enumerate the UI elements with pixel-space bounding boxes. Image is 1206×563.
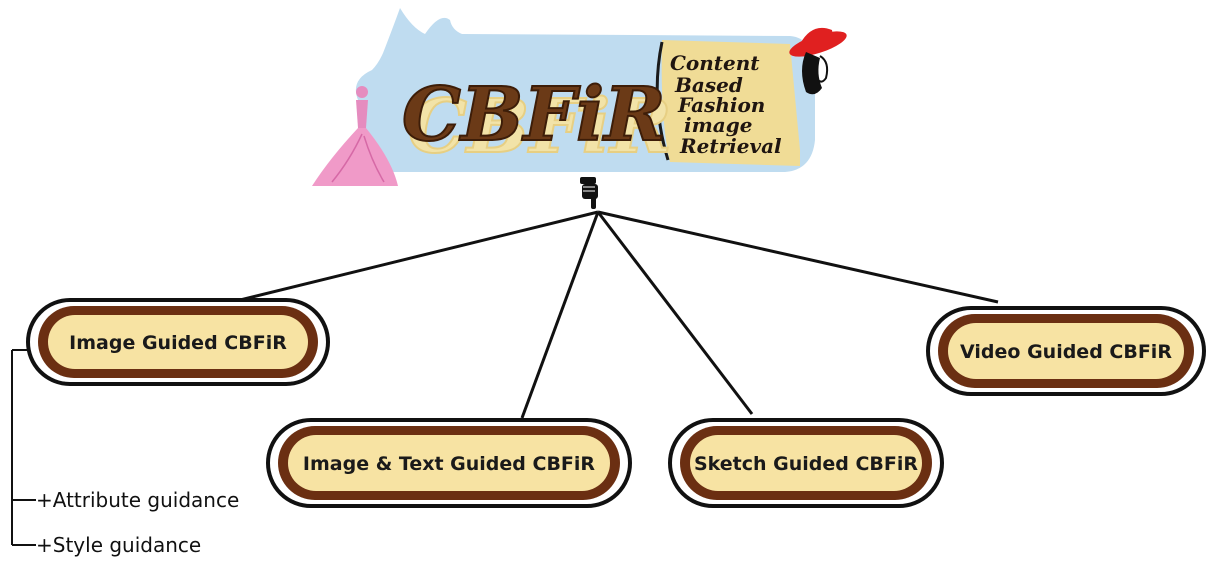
woman-with-hat-icon — [789, 27, 847, 95]
node-label-image-text: Image & Text Guided CBFiR — [303, 453, 596, 475]
sub-item-attribute-guidance: +Attribute guidance — [36, 488, 239, 512]
connector-image — [231, 210, 599, 304]
sub-item-style-guidance: +Style guidance — [36, 533, 201, 557]
node-image-text-guided: Image & Text Guided CBFiR — [266, 418, 632, 508]
node-label-video: Video Guided CBFiR — [960, 341, 1172, 363]
tagline-line-3: Fashion — [677, 93, 765, 117]
banner-divider — [655, 41, 670, 161]
sub-items-bracket — [11, 349, 36, 546]
tagline-line-5: Retrieval — [679, 134, 782, 158]
connector-lines — [231, 210, 999, 419]
node-video-guided: Video Guided CBFiR — [926, 306, 1206, 396]
connector-video — [597, 210, 999, 304]
connector-image-text — [520, 211, 600, 419]
node-sketch-guided: Sketch Guided CBFiR — [668, 418, 944, 508]
pointing-hand-icon — [580, 177, 598, 209]
tagline-line-1: Content — [670, 51, 760, 75]
woman-in-gown-icon — [312, 86, 398, 186]
node-label-image: Image Guided CBFiR — [69, 332, 287, 354]
tagline-banner — [661, 40, 800, 166]
logo-acronym-shadow: CBFiR — [408, 84, 672, 170]
node-image-guided: Image Guided CBFiR — [26, 298, 330, 386]
cbfir-logo: CBFiR CBFiR Content Based Fashion image … — [312, 8, 847, 186]
tagline-line-2: Based — [674, 73, 743, 97]
connector-sketch — [596, 211, 754, 415]
node-label-sketch: Sketch Guided CBFiR — [694, 453, 918, 475]
logo-acronym: CBFiR — [402, 72, 666, 158]
tagline-line-4: image — [684, 113, 752, 137]
